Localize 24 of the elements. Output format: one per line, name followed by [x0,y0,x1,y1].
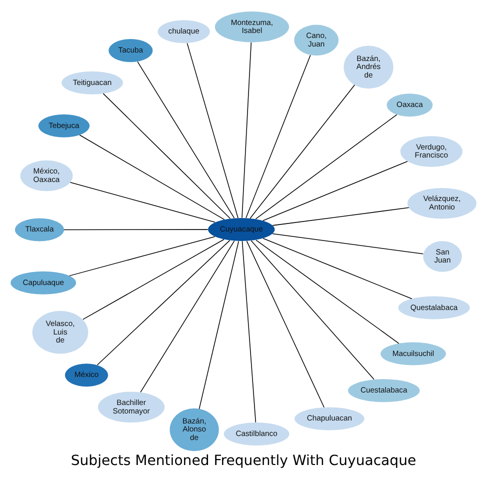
connector [140,240,235,392]
connector [262,160,408,221]
connector [272,232,424,254]
connector [250,240,374,380]
connector [96,240,230,365]
connector [250,84,356,218]
connector [69,236,216,276]
connector [255,114,398,219]
connector [79,134,225,220]
diagram-title: Subjects Mentioned Frequently With Cuyuacaque [70,452,416,468]
connector [246,54,311,218]
connector [262,237,412,299]
connector [256,239,400,344]
connector [64,228,208,230]
connector [137,60,235,218]
connector [82,238,224,320]
connector [246,240,324,408]
connector [102,92,231,218]
connector [70,181,216,222]
connector [242,240,256,422]
connector [198,240,240,409]
connector [272,206,410,226]
connector [186,42,238,218]
connector [242,42,252,218]
